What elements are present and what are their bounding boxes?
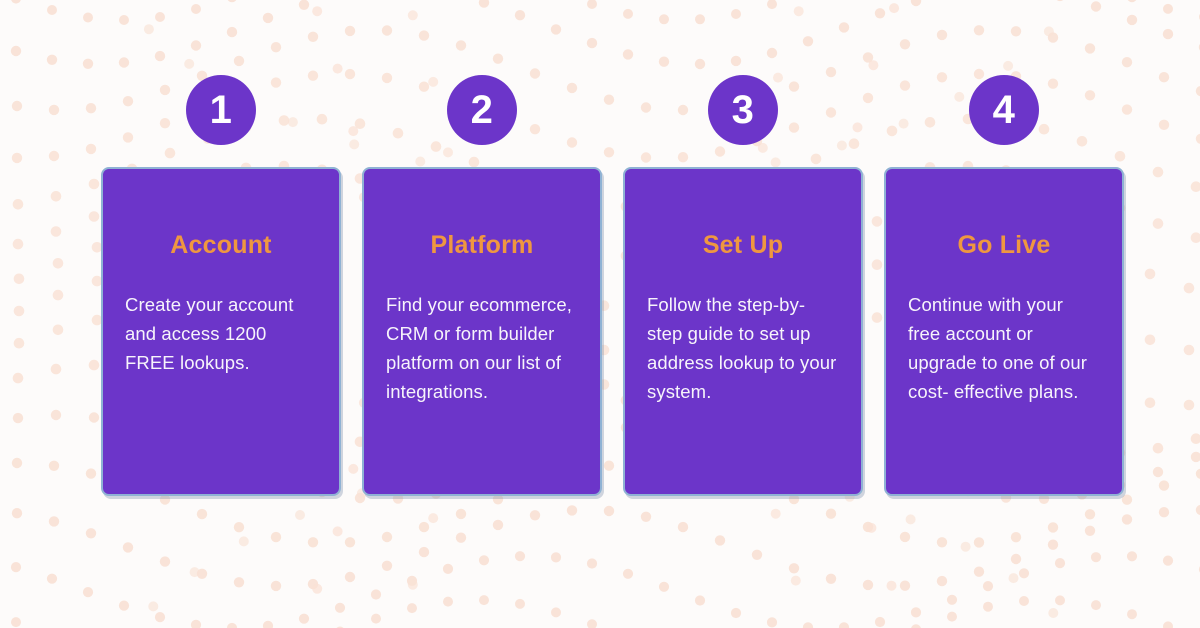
step-3: 3 Set Up Follow the step-by-step guide t… <box>623 75 863 496</box>
step-card-title-2: Platform <box>430 231 534 259</box>
step-card-title-3: Set Up <box>702 231 784 259</box>
step-card-title-1: Account <box>170 231 272 259</box>
step-number-badge-4: 4 <box>969 75 1039 145</box>
step-card-title-4: Go Live <box>957 231 1051 259</box>
step-number-badge-3: 3 <box>708 75 778 145</box>
step-card-4: Go Live Continue with your free account … <box>884 167 1124 496</box>
step-card-1: Account Create your account and access 1… <box>101 167 341 496</box>
step-number-badge-1: 1 <box>186 75 256 145</box>
step-card-body-4: Continue with your free account or upgra… <box>908 294 1088 402</box>
step-4: 4 Go Live Continue with your free accoun… <box>884 75 1124 496</box>
step-number-badge-2: 2 <box>447 75 517 145</box>
step-card-2: Platform Find your ecommerce, CRM or for… <box>362 167 602 496</box>
step-card-body-2: Find your ecommerce, CRM or form builder… <box>386 294 573 402</box>
step-card-body-3: Follow the step-by-step guide to set up … <box>647 294 837 402</box>
step-card-3: Set Up Follow the step-by-step guide to … <box>623 167 863 496</box>
step-2: 2 Platform Find your ecommerce, CRM or f… <box>362 75 602 496</box>
step-card-body-1: Create your account and access 1200 FREE… <box>125 294 294 373</box>
step-1: 1 Account Create your account and access… <box>101 75 341 496</box>
